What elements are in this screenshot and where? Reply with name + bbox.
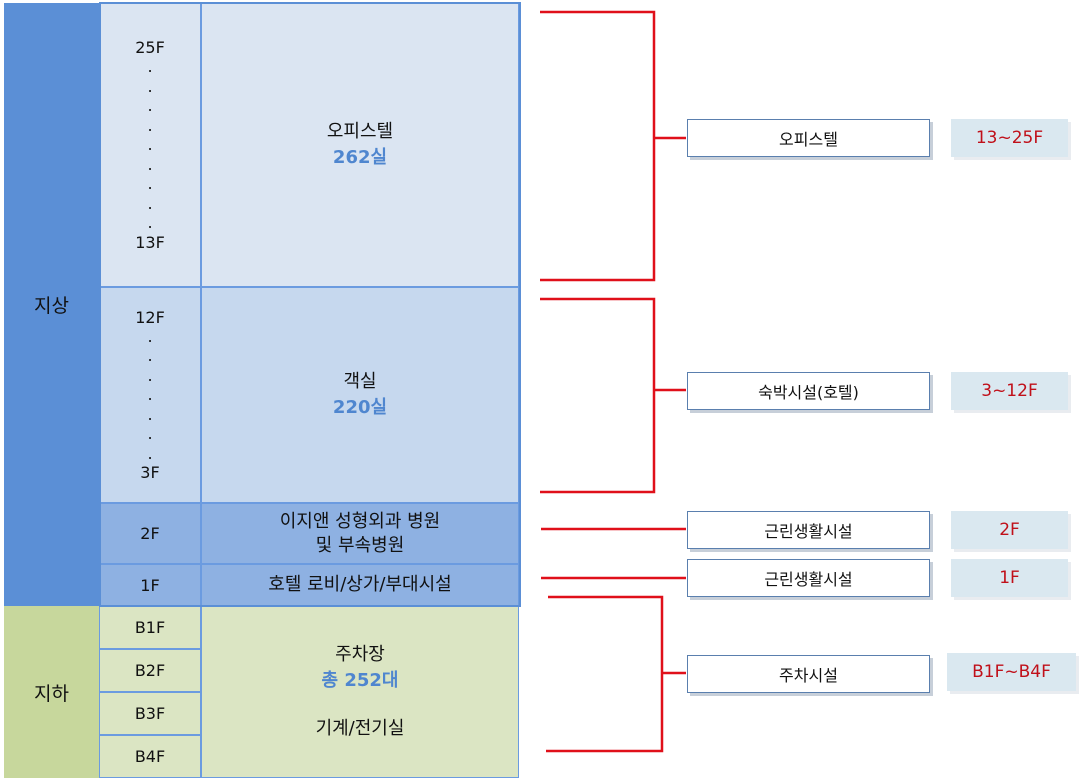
basement-floor-b2: B2F [99,649,201,692]
basement-zone-label2: 기계/전기실 [315,718,405,739]
legend-2f-range-label: 2F [999,520,1020,540]
floor-2f-zone-line2: 및 부속병원 [315,534,405,556]
legend-1f-range-label: 1F [999,568,1020,588]
floor-dot: . [147,193,153,213]
floor-dot: . [147,365,153,385]
parking-bracket [546,595,664,753]
floor-dot: . [147,135,153,155]
floor-dot: . [147,115,153,135]
floor-dot: . [147,57,153,77]
floor-2f-cell: 2F [99,503,201,564]
floor-dot: . [147,174,153,194]
floor-dot: . [147,385,153,405]
basement-floor-b3-label: B3F [134,704,166,723]
floor-2f-label: 2F [140,524,160,543]
floor-1f-cell: 1F [99,564,201,606]
hotel-bracket [540,297,656,494]
floor-dot: . [147,346,153,366]
basement-floor-b1: B1F [99,606,201,649]
legend-hotel-box: 숙박시설(호텔) [687,372,930,410]
floor-dot: . [147,326,153,346]
hotel-floors-cell: 12F ....... 3F [99,287,201,503]
above-ground-label: 지상 [34,295,69,317]
hotel-zone-cell: 객실 220실 [201,287,519,503]
legend-office-label: 오피스텔 [779,130,838,149]
office-bracket [540,10,656,282]
legend-1f-box: 근린생활시설 [687,559,930,597]
legend-parking-range: B1F~B4F [947,653,1076,691]
legend-1f-label: 근린생활시설 [764,570,853,589]
hotel-floor-bottom: 3F [140,463,160,483]
floor-dot: . [147,154,153,174]
legend-parking-range-label: B1F~B4F [972,662,1051,682]
basement-zone-cell: 주차장 총 252대 기계/전기실 [201,606,519,778]
legend-parking-box: 주차시설 [687,655,930,693]
basement-floor-b2-label: B2F [134,661,166,680]
floor-dot: . [147,404,153,424]
legend-1f-range: 1F [951,559,1068,597]
basement-zone-count: 총 252대 [321,670,399,691]
floor-dot: . [147,96,153,116]
legend-office-box: 오피스텔 [687,119,930,157]
basement-floor-b4-label: B4F [134,747,166,766]
basement-floor-b4: B4F [99,735,201,778]
legend-hotel-range: 3~12F [951,372,1068,410]
legend-2f-label: 근린생활시설 [764,522,853,541]
office-floor-bottom: 13F [135,232,165,252]
floor-1f-zone-cell: 호텔 로비/상가/부대시설 [201,564,519,606]
underground-category: 지하 [4,606,99,778]
office-zone-cell: 오피스텔 262실 [201,3,519,287]
floor-dot: . [147,443,153,463]
basement-floor-b1-label: B1F [134,618,166,637]
floor-2f-zone-cell: 이지앤 성형외과 병원 및 부속병원 [201,503,519,564]
hotel-floor-top: 12F [135,307,165,327]
legend-2f-box: 근린생활시설 [687,511,930,549]
office-zone-label: 오피스텔 [326,121,394,142]
underground-label: 지하 [34,682,69,705]
basement-floor-b3: B3F [99,692,201,735]
legend-office-range-label: 13~25F [975,128,1044,148]
legend-hotel-range-label: 3~12F [981,381,1038,401]
office-floor-dots: ......... [147,57,152,233]
floor-dot: . [147,213,153,233]
legend-parking-label: 주차시설 [779,666,838,685]
legend-hotel-label: 숙박시설(호텔) [758,383,859,402]
floor-dot: . [147,76,153,96]
office-floor-top: 25F [135,38,165,58]
hotel-zone-label: 객실 [343,371,377,392]
floor-1f-label: 1F [140,575,160,595]
floor-1f-zone-label: 호텔 로비/상가/부대시설 [268,574,452,595]
floor-dot: . [147,424,153,444]
above-ground-category: 지상 [4,3,99,606]
floor-2f-zone-line1: 이지앤 성형외과 병원 [279,510,441,532]
hotel-floor-dots: ....... [147,327,152,464]
office-zone-count: 262실 [332,147,388,168]
legend-2f-range: 2F [951,511,1068,549]
hotel-zone-count: 220실 [332,397,388,418]
legend-office-range: 13~25F [951,119,1068,157]
basement-zone-label: 주차장 [335,644,385,665]
